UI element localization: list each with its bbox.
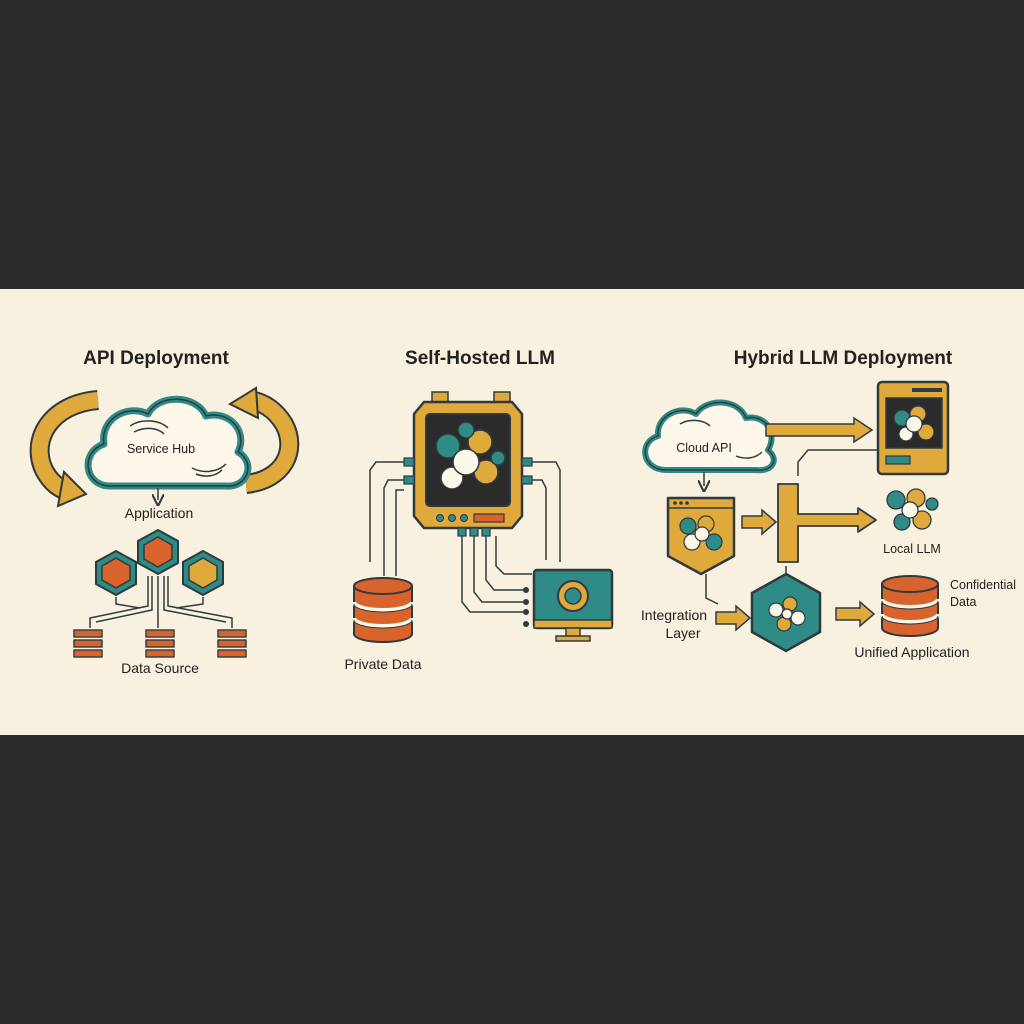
integration-window-icon [666, 496, 736, 576]
private-data-database-icon [352, 577, 414, 643]
confidential-data-database-icon [880, 575, 940, 637]
confidential-data-label: Data [950, 595, 976, 609]
cloud-api-label: Cloud API [676, 441, 732, 455]
integration-hub-icon [750, 572, 822, 653]
arrow-right-icon [715, 604, 752, 632]
api-wiring [89, 576, 233, 628]
cloud-api-icon [642, 399, 777, 474]
refresh-arrow-right-icon [227, 386, 300, 494]
connector-line [797, 449, 878, 476]
junction-pipe [777, 483, 877, 563]
api-deployment-title: API Deployment [83, 348, 229, 369]
application-label: Application [125, 505, 194, 521]
api-deployment-section: API Deployment Service Hub Application [29, 348, 300, 676]
server-icon [403, 391, 533, 537]
service-hub-cloud-icon [84, 395, 252, 490]
unified-application-label: Unified Application [854, 644, 969, 660]
arrow-right-icon [765, 416, 874, 444]
connector-line [705, 574, 719, 605]
self-hosted-title: Self-Hosted LLM [405, 348, 555, 369]
device-icon [876, 380, 950, 476]
refresh-arrow-left-icon [29, 390, 100, 508]
confidential-data-label: Confidential [950, 578, 1016, 592]
hybrid-title: Hybrid LLM Deployment [734, 348, 953, 369]
self-hosted-cables [369, 461, 561, 613]
arrow-right-icon [741, 508, 778, 536]
monitor-icon [532, 568, 614, 642]
api-hexagon-cluster [95, 528, 224, 597]
cable-node [523, 587, 529, 593]
integration-label: Layer [665, 625, 700, 641]
self-hosted-section: Self-Hosted LLM [344, 348, 614, 672]
data-source-label: Data Source [121, 660, 199, 676]
arrow-right-icon [835, 600, 876, 628]
local-llm-label: Local LLM [883, 542, 941, 556]
data-source-database-icon [217, 629, 247, 658]
data-source-database-icon [73, 629, 103, 658]
cable-node [523, 621, 529, 627]
local-llm-icon [886, 488, 939, 531]
service-hub-label: Service Hub [127, 442, 195, 456]
cable-node [523, 609, 529, 615]
cable-node [523, 599, 529, 605]
hybrid-section: Hybrid LLM Deployment Cloud API [641, 348, 1016, 660]
integration-label: Integration [641, 607, 707, 623]
private-data-label: Private Data [344, 656, 421, 672]
data-source-database-icon [145, 629, 175, 658]
